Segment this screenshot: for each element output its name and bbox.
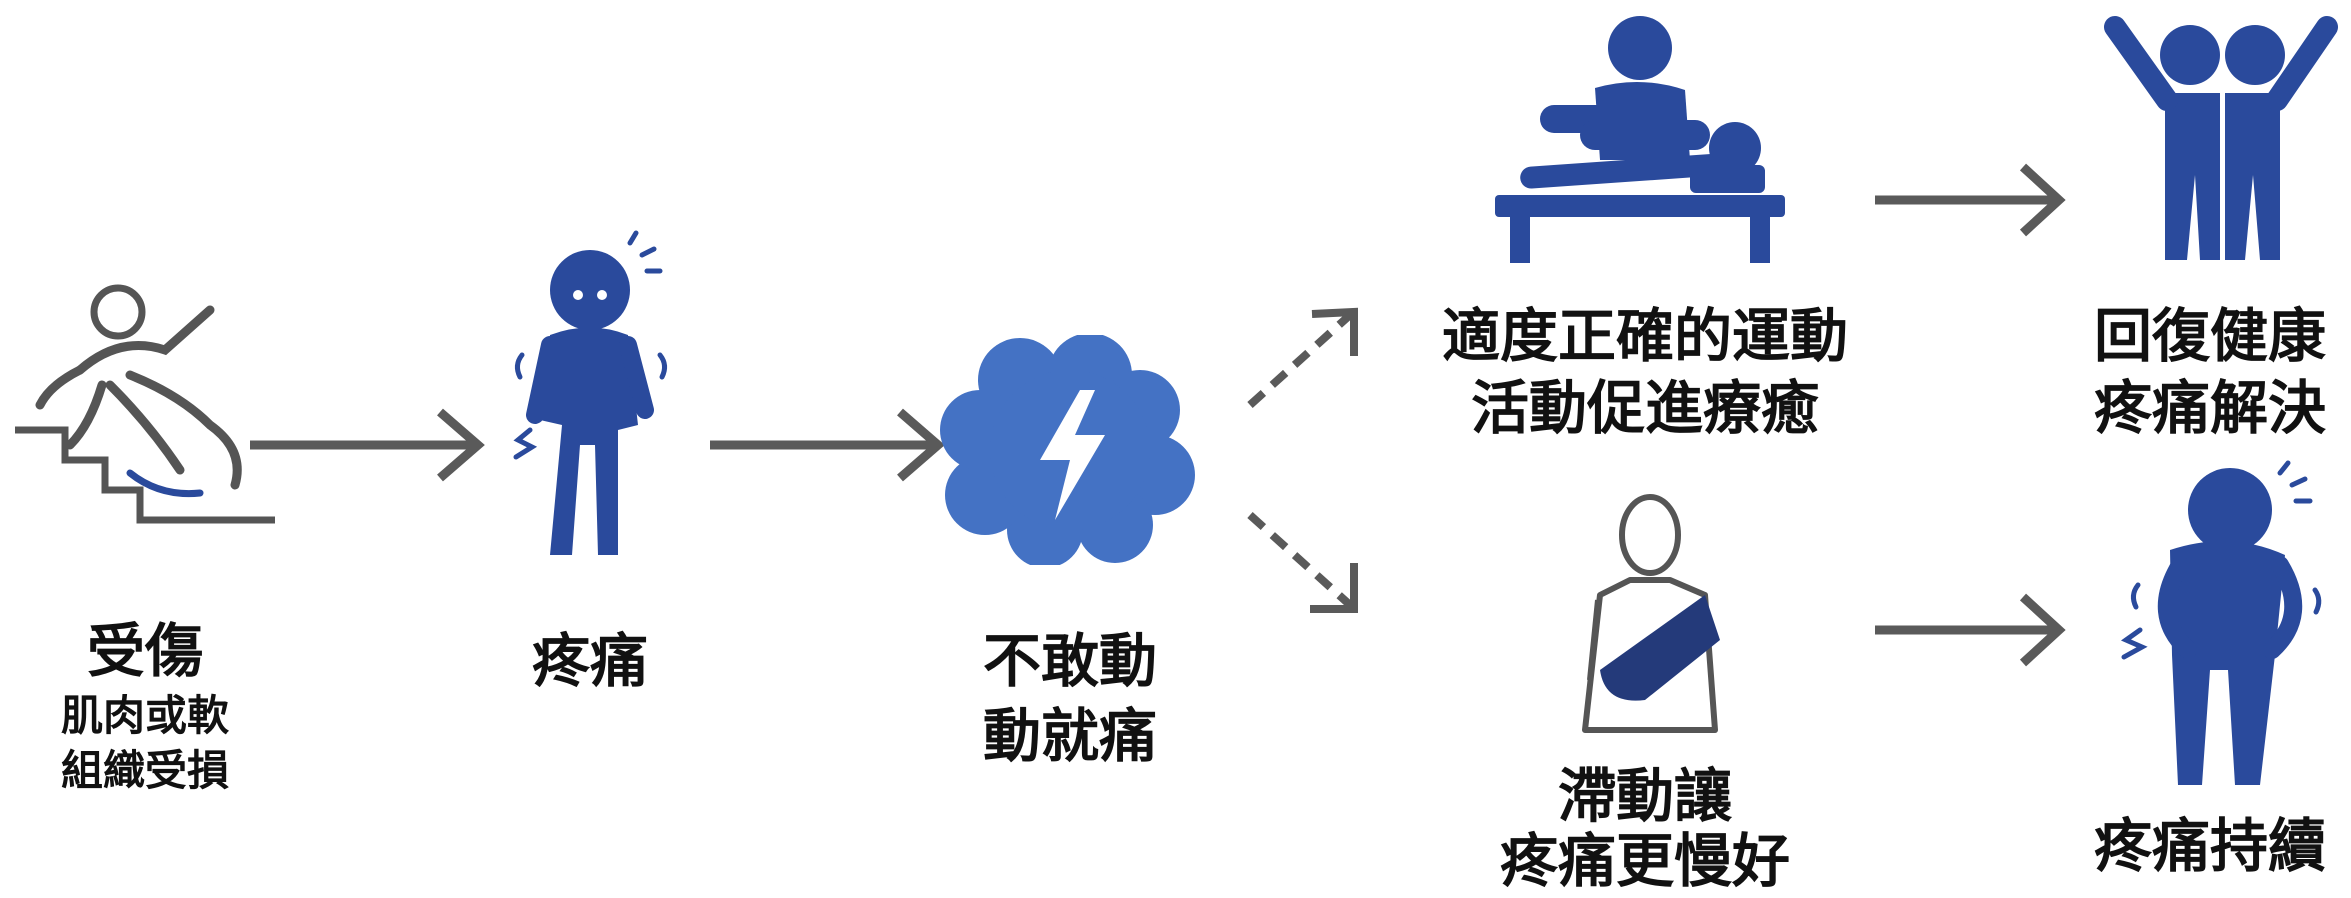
injury-detail-line-2: 組織受損 (60, 746, 229, 795)
person-in-pain-icon (513, 230, 668, 555)
exercise-line-1: 適度正確的運動 (1441, 302, 1848, 370)
exercise-line-2: 活動促進療癒 (1470, 374, 1819, 442)
pain-title: 疼痛 (531, 627, 648, 695)
arrow-fear-to-exercise-dashed (1247, 307, 1358, 408)
fall-on-stairs-icon (15, 284, 275, 524)
arrow-immobile-to-persist (1875, 593, 2066, 667)
injury-detail-line-1: 肌肉或軟 (60, 691, 229, 740)
person-in-pain-icon (2120, 460, 2322, 785)
brain-lightning-icon (940, 335, 1195, 565)
immobile-line-2: 疼痛更慢好 (1499, 827, 1790, 895)
recovery-line-1: 回復健康 (2093, 302, 2326, 370)
cheering-people-icon (2104, 16, 2338, 260)
physiotherapy-icon (1495, 16, 1785, 263)
arrow-exercise-to-recovery (1875, 163, 2066, 237)
arrow-pain-to-fear (710, 408, 945, 482)
arrow-fear-to-immobile-dashed (1247, 512, 1358, 613)
injury-title: 受傷 (86, 617, 203, 685)
fear-line-1: 不敢動 (982, 627, 1157, 695)
arm-sling-icon (1582, 494, 1720, 733)
immobile-line-1: 滯動讓 (1557, 762, 1732, 830)
recovery-line-2: 疼痛解決 (2093, 374, 2326, 442)
persist-title: 疼痛持續 (2093, 812, 2326, 880)
fear-line-2: 動就痛 (982, 702, 1157, 770)
arrow-injury-to-pain (250, 408, 485, 482)
